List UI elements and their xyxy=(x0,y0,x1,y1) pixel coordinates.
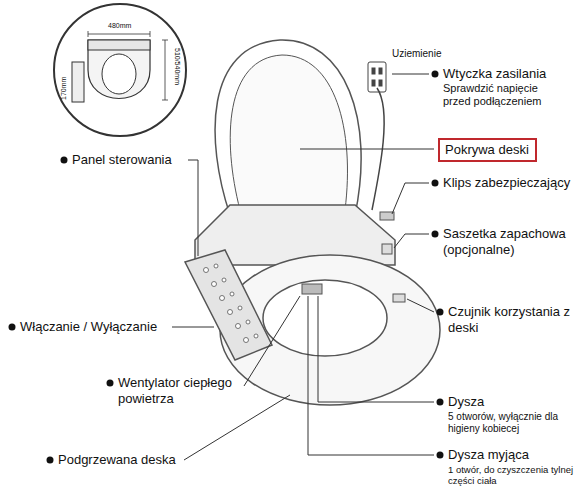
part-label: Saszetka zapachowa (opcjonalne) xyxy=(443,226,575,257)
part-label: Uziemienie xyxy=(392,48,441,60)
part-label: Sprawdzić napięcie przed podłączeniem xyxy=(443,82,561,108)
label-text: Dysza xyxy=(448,394,484,409)
control-panel xyxy=(185,250,272,360)
label-text: Wtyczka zasilania xyxy=(443,66,546,81)
label-text: Włączanie / Wyłączanie xyxy=(20,319,157,334)
part-label: Podgrzewana deska xyxy=(58,452,176,468)
part-label: 510/540mm xyxy=(173,48,181,85)
label-box: Pokrywa deski xyxy=(438,138,537,162)
part-label: Dysza xyxy=(448,394,484,410)
label-text: Wentylator ciepłego powietrza xyxy=(118,375,232,406)
label-text: Czujnik korzystania z deski xyxy=(448,304,570,335)
label-text: 170mm xyxy=(60,77,67,100)
leader-lines xyxy=(172,74,434,460)
label-text: 510/540mm xyxy=(174,48,181,85)
power-plug xyxy=(368,62,386,210)
part-label: Dysza myjąca xyxy=(448,447,529,463)
bullets xyxy=(9,71,444,464)
part-label: 170mm xyxy=(60,77,68,100)
label-text: Klips zabezpieczający xyxy=(443,175,570,190)
label-text: 1 otwór, do czyszczenia tylnej części ci… xyxy=(448,464,573,486)
seat-lid xyxy=(215,40,361,215)
label-text: Saszetka zapachowa (opcjonalne) xyxy=(443,226,566,257)
label-text: Sprawdzić napięcie przed podłączeniem xyxy=(443,82,541,107)
part-label: Wentylator ciepłego powietrza xyxy=(118,375,240,406)
part-label: Czujnik korzystania z deski xyxy=(448,304,576,335)
label-text: Podgrzewana deska xyxy=(58,452,176,467)
part-label: 480mm xyxy=(108,22,131,30)
part-label: Włączanie / Wyłączanie xyxy=(20,319,157,335)
label-text: 5 otworów, wyłącznie dla higieny kobiece… xyxy=(448,411,558,434)
part-label: Klips zabezpieczający xyxy=(443,175,570,191)
label-text: 480mm xyxy=(108,22,131,29)
part-label: Wtyczka zasilania xyxy=(443,66,546,82)
label-text: Uziemienie xyxy=(392,48,441,59)
label-text: Panel sterowania xyxy=(72,152,172,167)
part-label: 5 otworów, wyłącznie dla higieny kobiece… xyxy=(448,411,574,435)
part-label: Panel sterowania xyxy=(72,152,172,168)
part-label: 1 otwór, do czyszczenia tylnej części ci… xyxy=(448,464,576,487)
box-text: Pokrywa deski xyxy=(445,142,530,158)
label-text: Dysza myjąca xyxy=(448,447,529,462)
inset xyxy=(54,4,186,136)
